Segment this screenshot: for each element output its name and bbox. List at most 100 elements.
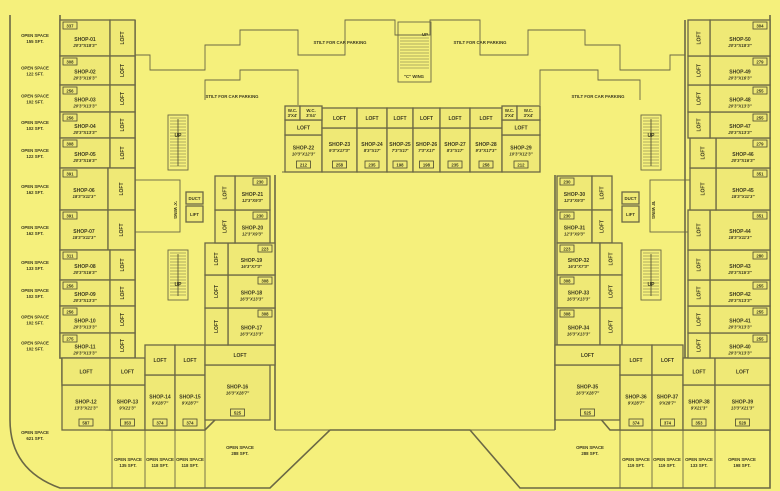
shop-room[interactable] <box>439 127 471 173</box>
loft-room[interactable] <box>682 357 716 386</box>
shop-room[interactable] <box>556 274 601 309</box>
loft-room[interactable] <box>109 111 136 139</box>
shop-area: 528 <box>739 421 747 426</box>
loft-room[interactable] <box>689 137 717 169</box>
shop-room[interactable] <box>709 279 771 307</box>
loft-room[interactable] <box>214 175 236 211</box>
shop-room[interactable] <box>284 134 323 173</box>
loft-room[interactable] <box>109 305 136 334</box>
shop-room[interactable] <box>709 111 771 139</box>
shop-room[interactable] <box>715 167 771 211</box>
shop-room[interactable] <box>709 332 771 359</box>
shop-room[interactable] <box>59 332 111 359</box>
shop-room[interactable] <box>469 127 503 173</box>
shop-room[interactable] <box>59 137 111 169</box>
shop-room[interactable] <box>144 374 176 431</box>
shop-room[interactable] <box>619 374 653 431</box>
shop-room[interactable] <box>59 111 111 139</box>
shop-room[interactable] <box>682 384 716 431</box>
shop-room[interactable] <box>554 364 621 421</box>
loft-room[interactable] <box>109 84 136 113</box>
loft-room[interactable] <box>144 344 176 376</box>
shop-room[interactable] <box>651 374 684 431</box>
loft-room[interactable] <box>174 344 206 376</box>
shop-room[interactable] <box>234 209 271 244</box>
shop-room[interactable] <box>204 364 271 421</box>
shop-room[interactable] <box>59 209 109 251</box>
shop-dimensions: 16'3"X13'3" <box>240 332 264 337</box>
loft-room[interactable] <box>651 344 684 376</box>
shop-room[interactable] <box>59 279 111 307</box>
shop-room[interactable] <box>714 384 771 431</box>
area-badge <box>752 251 768 260</box>
shop-room[interactable] <box>321 127 358 173</box>
open-space-title: OPEN SPACE <box>146 457 174 462</box>
loft-room[interactable] <box>109 137 136 169</box>
loft-room[interactable] <box>61 357 111 386</box>
loft-room[interactable] <box>109 55 136 86</box>
shop-room[interactable] <box>59 249 111 281</box>
shop-room[interactable] <box>227 274 276 309</box>
shop-room[interactable] <box>556 307 601 346</box>
shop-room[interactable] <box>709 19 771 57</box>
shop-room[interactable] <box>709 209 771 251</box>
loft-room[interactable] <box>687 19 711 57</box>
loft-room[interactable] <box>109 357 146 386</box>
shop-room[interactable] <box>227 242 276 276</box>
loft-room[interactable] <box>689 167 717 211</box>
shop-room[interactable] <box>556 242 601 276</box>
loft-room[interactable] <box>109 279 136 307</box>
